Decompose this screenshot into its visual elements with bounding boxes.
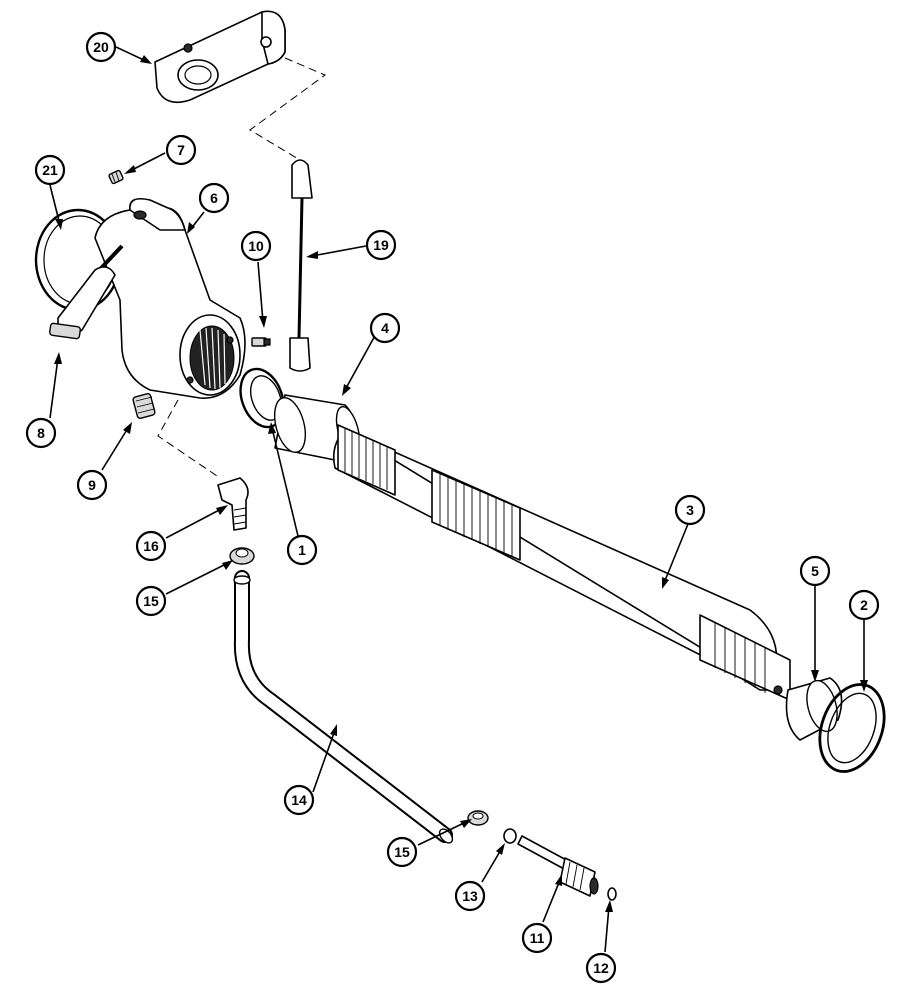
part-7-set-screw xyxy=(108,169,124,185)
callout-3: 3 xyxy=(674,494,706,526)
callout-16: 16 xyxy=(135,530,167,562)
part-16-elbow-fitting xyxy=(217,477,249,531)
callout-13: 13 xyxy=(454,880,486,912)
assembly-line-20-19 xyxy=(249,57,327,161)
part-2-seal xyxy=(818,683,886,773)
callout-3-label: 3 xyxy=(686,502,694,518)
callout-10: 10 xyxy=(240,230,272,262)
callout-4: 4 xyxy=(369,312,401,344)
callout-10-label: 10 xyxy=(248,238,264,254)
part-19-rod xyxy=(289,159,313,372)
callout-15-upper-label: 15 xyxy=(143,593,159,609)
callout-6-label: 6 xyxy=(210,190,218,206)
callout-11-label: 11 xyxy=(530,930,545,946)
leader-lines xyxy=(49,46,868,953)
callout-7-label: 7 xyxy=(177,142,185,158)
callout-20: 20 xyxy=(85,31,117,63)
part-10-bleed-nipple xyxy=(251,337,271,347)
callout-1: 1 xyxy=(286,534,318,566)
callout-7: 7 xyxy=(165,134,197,166)
part-3-shaft xyxy=(332,424,791,701)
callout-2-label: 2 xyxy=(860,597,868,613)
part-8-cylinder xyxy=(48,244,124,340)
callout-15-lower: 15 xyxy=(386,836,418,868)
callout-20-label: 20 xyxy=(93,39,109,55)
callout-5: 5 xyxy=(799,555,831,587)
callout-13-label: 13 xyxy=(462,888,478,904)
callout-4-label: 4 xyxy=(381,320,389,336)
part-11-fitting xyxy=(517,835,599,897)
callout-16-label: 16 xyxy=(143,538,159,554)
callout-2: 2 xyxy=(848,589,880,621)
callout-14: 14 xyxy=(283,784,315,816)
callout-19-label: 19 xyxy=(373,237,389,253)
assembly-line-6-16 xyxy=(157,399,221,479)
callout-21: 21 xyxy=(34,154,66,186)
part-9-grub-screw xyxy=(132,393,156,419)
callout-9-label: 9 xyxy=(88,477,96,493)
part-13-o-ring xyxy=(503,828,517,844)
callout-19: 19 xyxy=(365,229,397,261)
callout-15-upper: 15 xyxy=(135,585,167,617)
callout-8: 8 xyxy=(25,417,57,449)
part-12-o-ring xyxy=(607,887,617,901)
callout-6: 6 xyxy=(198,182,230,214)
callout-12-label: 12 xyxy=(593,960,609,976)
callout-21-label: 21 xyxy=(42,162,58,178)
callout-11: 11 xyxy=(521,922,553,954)
part-5-bushing xyxy=(785,677,843,741)
callout-15-lower-label: 15 xyxy=(394,844,410,860)
callout-5-label: 5 xyxy=(811,563,819,579)
callout-12: 12 xyxy=(585,952,617,984)
callout-1-label: 1 xyxy=(298,542,306,558)
part-20-lever-arm xyxy=(154,10,286,104)
callout-14-label: 14 xyxy=(291,792,307,808)
part-15-clamp-upper xyxy=(229,547,255,565)
part-6-housing xyxy=(94,197,246,399)
callout-8-label: 8 xyxy=(37,425,45,441)
part-14-hose xyxy=(233,570,454,844)
callout-9: 9 xyxy=(76,469,108,501)
part-15-clamp-lower xyxy=(467,810,489,826)
